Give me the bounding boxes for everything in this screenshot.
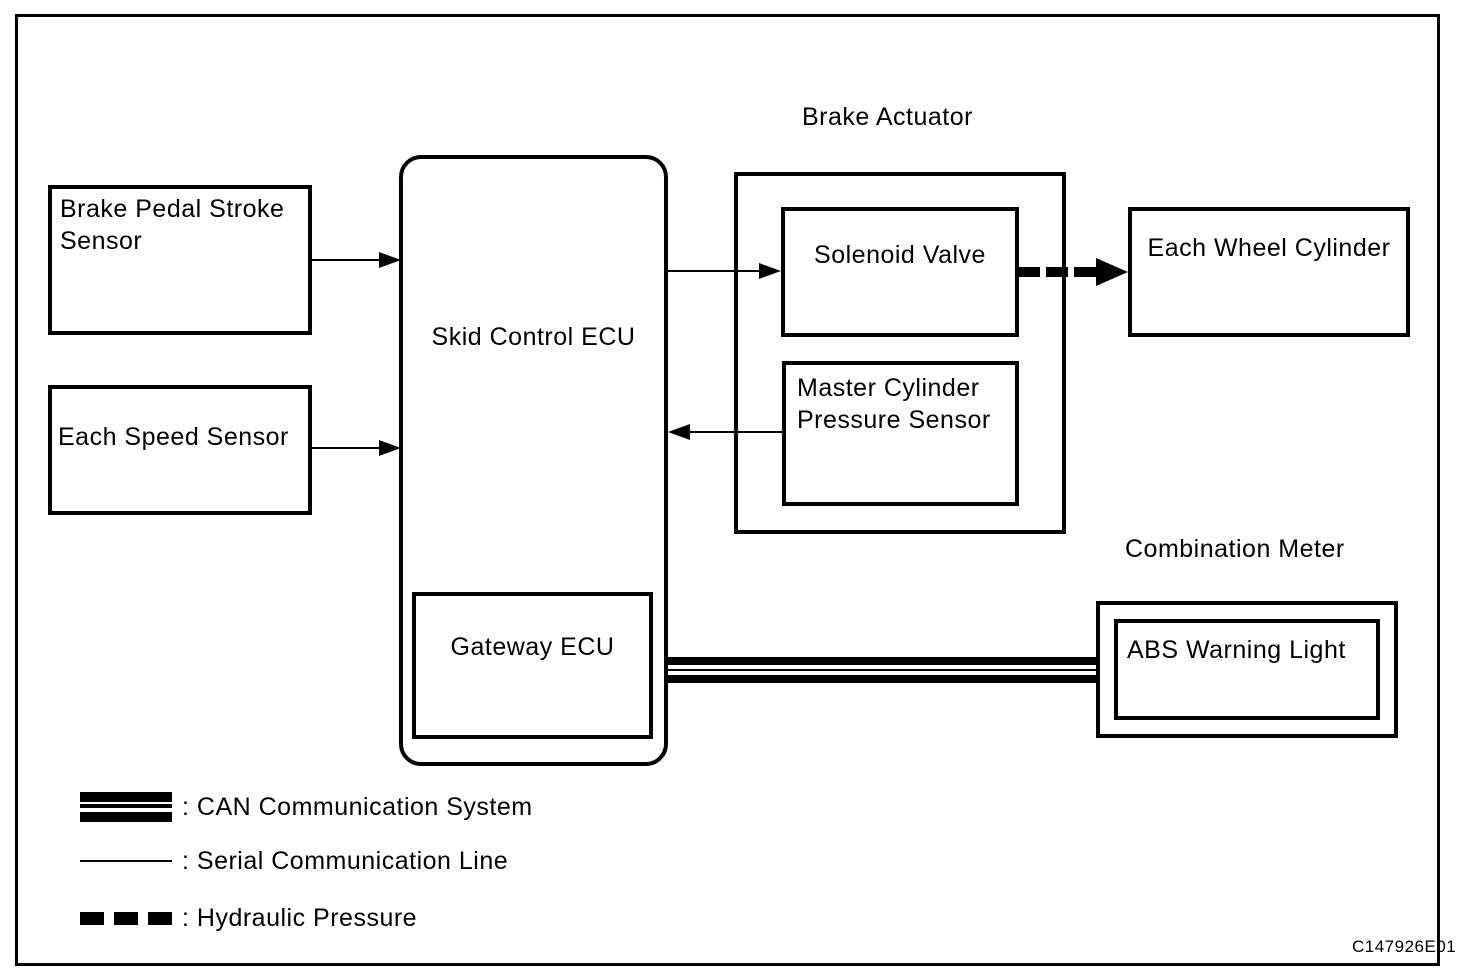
arrow-head-icon xyxy=(379,252,401,268)
hydraulic-dashed-line-icon xyxy=(80,912,172,925)
legend-can-bar xyxy=(80,812,172,822)
node-gateway-ecu: Gateway ECU xyxy=(412,592,653,739)
node-label: Brake Pedal Stroke Sensor xyxy=(60,195,285,255)
hydraulic-dash xyxy=(1046,267,1068,277)
arrow-head-icon xyxy=(759,263,781,279)
can-line-middle xyxy=(668,669,1096,671)
legend-can-bar xyxy=(80,792,172,802)
node-label: Gateway ECU xyxy=(450,633,615,661)
hydraulic-arrow-head-icon xyxy=(1096,258,1128,286)
hydraulic-dash xyxy=(1074,267,1100,277)
figure-code: C147926E01 xyxy=(1352,937,1457,956)
legend-hyd-dash xyxy=(114,912,138,925)
arrow-head-icon xyxy=(379,440,401,456)
combination-meter-title: Combination Meter xyxy=(1125,535,1345,563)
node-each-speed-sensor: Each Speed Sensor xyxy=(48,385,312,515)
legend-hyd-dash xyxy=(80,912,104,925)
legend-label: : Hydraulic Pressure xyxy=(182,904,418,932)
can-bar-bottom xyxy=(668,675,1096,683)
can-triple-line-icon xyxy=(80,792,172,822)
node-abs-warning-light: ABS Warning Light xyxy=(1114,619,1380,720)
arrow-head-icon xyxy=(668,424,690,440)
node-label: Each Wheel Cylinder xyxy=(1147,234,1391,262)
node-label: Master Cylinder Pressure Sensor xyxy=(797,374,991,434)
node-label: Each Speed Sensor xyxy=(58,423,289,451)
node-solenoid-valve: Solenoid Valve xyxy=(781,207,1019,337)
node-master-cylinder-pressure-sensor: Master Cylinder Pressure Sensor xyxy=(782,361,1019,506)
node-each-wheel-cylinder: Each Wheel Cylinder xyxy=(1128,207,1410,337)
node-label: Skid Control ECU xyxy=(431,323,636,351)
brake-actuator-title: Brake Actuator xyxy=(802,103,973,131)
can-bar-top xyxy=(668,657,1096,665)
legend-label: : CAN Communication System xyxy=(182,793,533,821)
legend-label: : Serial Communication Line xyxy=(182,847,509,875)
node-label: Solenoid Valve xyxy=(814,241,986,269)
arrow-line xyxy=(312,259,380,261)
arrow-line xyxy=(312,447,380,449)
legend-can-bar xyxy=(80,804,172,808)
arrow-line xyxy=(690,431,782,433)
page-border xyxy=(15,14,1440,966)
hydraulic-dash xyxy=(1018,267,1040,277)
node-label: ABS Warning Light xyxy=(1127,636,1346,664)
serial-thin-line-icon xyxy=(80,860,172,862)
node-brake-pedal-stroke-sensor: Brake Pedal Stroke Sensor xyxy=(48,185,312,335)
can-bus-connector xyxy=(668,657,1096,683)
arrow-line xyxy=(668,270,760,272)
legend-hyd-dash xyxy=(148,912,172,925)
